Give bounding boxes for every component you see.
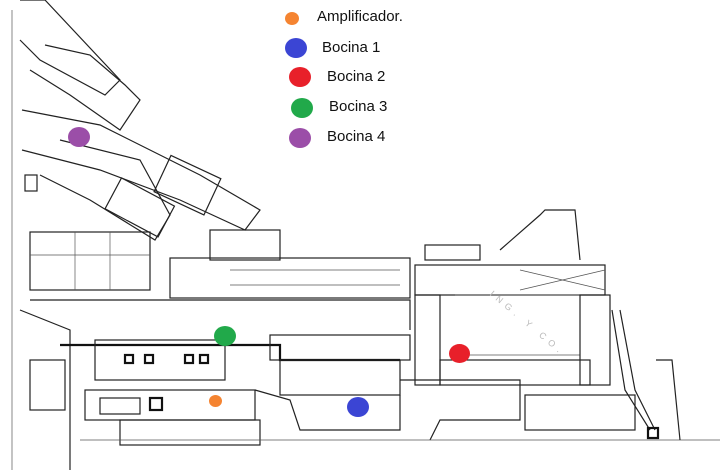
purple-dot-icon bbox=[289, 128, 311, 148]
east-block bbox=[414, 209, 681, 441]
green-dot-icon bbox=[291, 98, 313, 118]
bocina-2-marker[interactable] bbox=[449, 344, 470, 363]
central-west-block bbox=[19, 229, 411, 470]
blue-dot-icon bbox=[285, 38, 307, 58]
legend-label: Bocina 4 bbox=[327, 128, 386, 145]
bocina-3-marker[interactable] bbox=[214, 326, 236, 346]
south-block bbox=[80, 359, 720, 446]
bocina-4-marker[interactable] bbox=[68, 127, 90, 147]
red-dot-icon bbox=[289, 67, 311, 87]
amplificador-marker[interactable] bbox=[209, 395, 222, 407]
legend-label: Amplificador. bbox=[317, 8, 403, 25]
legend-label: Bocina 2 bbox=[327, 68, 386, 85]
north-west-wing bbox=[11, 0, 261, 470]
orange-dot-icon bbox=[285, 12, 299, 25]
legend-label: Bocina 3 bbox=[329, 98, 388, 115]
bocina-1-marker[interactable] bbox=[347, 397, 369, 417]
legend-label: Bocina 1 bbox=[322, 39, 381, 56]
